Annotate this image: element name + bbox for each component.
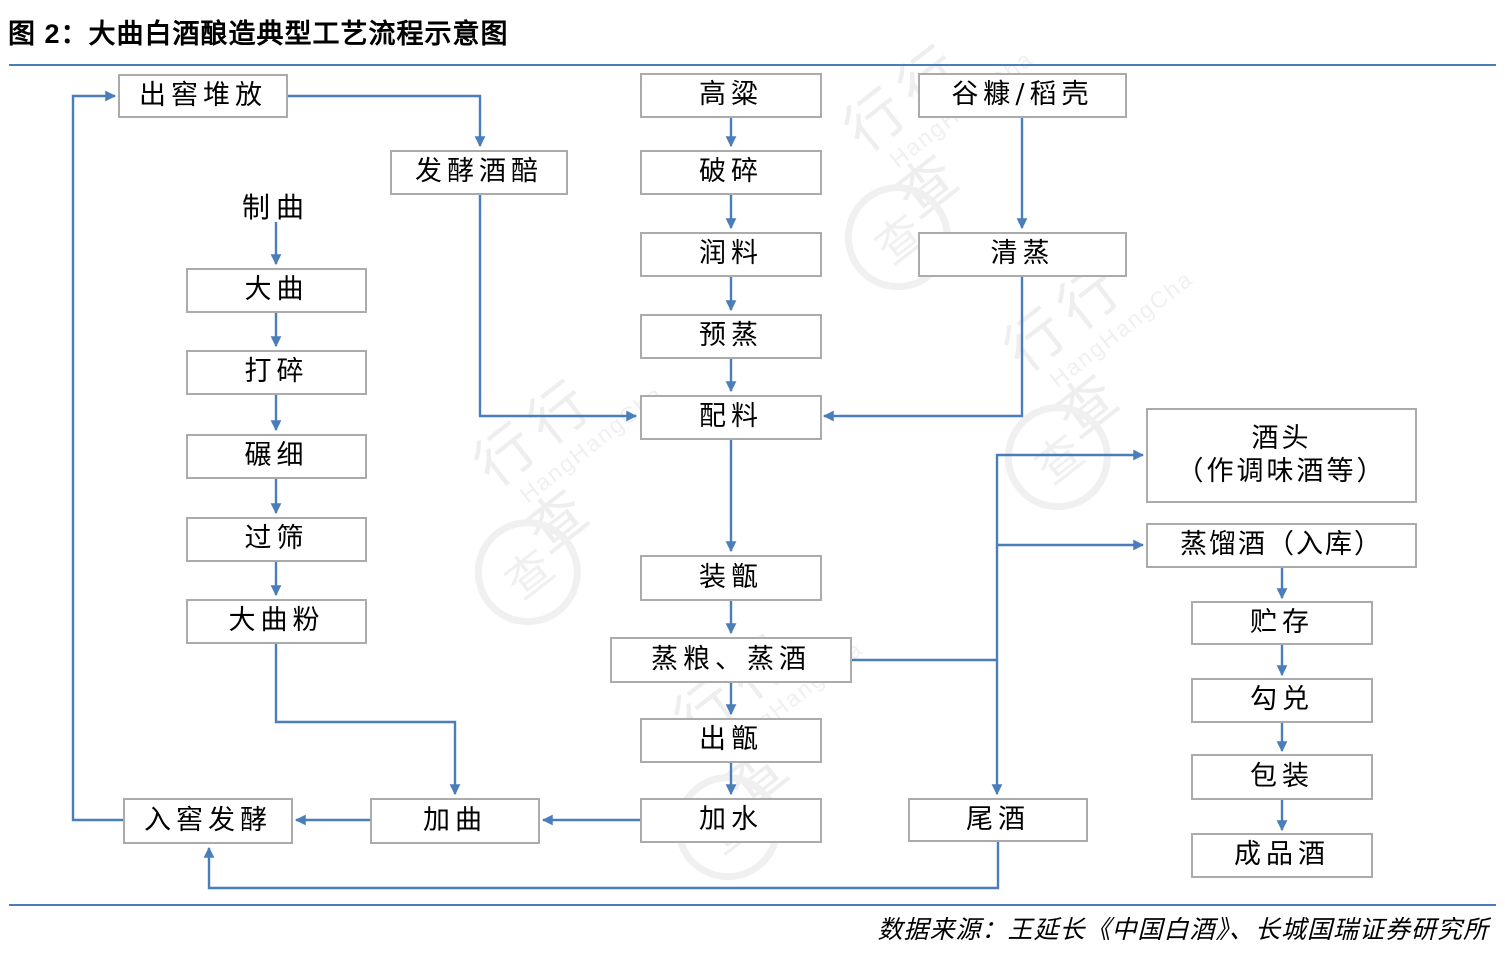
node-nianxi: 碾细 xyxy=(186,434,367,479)
node-zhucun: 贮存 xyxy=(1191,601,1373,645)
node-zhengliujiu: 蒸馏酒（入库） xyxy=(1146,523,1417,568)
node-runliao: 润料 xyxy=(640,232,822,277)
node-chengpinjiu: 成品酒 xyxy=(1191,833,1373,878)
node-gukang-daoke: 谷糠/稻壳 xyxy=(918,73,1127,118)
node-weijiu: 尾酒 xyxy=(908,798,1088,842)
node-chuzeng: 出甑 xyxy=(640,718,822,763)
bottom-divider xyxy=(9,904,1496,906)
node-peiliao: 配料 xyxy=(640,395,822,440)
node-chujiao-duifang: 出窖堆放 xyxy=(118,74,288,118)
node-jiaqu: 加曲 xyxy=(370,798,540,844)
label-zhiqu: 制曲 xyxy=(241,191,310,224)
node-zhuangzeng: 装甑 xyxy=(640,555,822,601)
figure-title: 图 2：大曲白酒酿造典型工艺流程示意图 xyxy=(8,19,509,49)
node-zhengliang-zhengjiu: 蒸粮、蒸酒 xyxy=(610,637,852,683)
node-fajiao-jiupei: 发酵酒醅 xyxy=(390,150,568,195)
node-baozhuang: 包装 xyxy=(1191,754,1373,800)
node-goudui: 勾兑 xyxy=(1191,678,1373,723)
node-daqu: 大曲 xyxy=(186,268,367,313)
data-source-note: 数据来源：王延长《中国白酒》、长城国瑞证券研究所 xyxy=(877,915,1489,944)
node-posui: 破碎 xyxy=(640,150,822,195)
node-qingzheng: 清蒸 xyxy=(918,232,1127,277)
node-jiutou: 酒头 （作调味酒等） xyxy=(1146,408,1417,503)
node-guoshai: 过筛 xyxy=(186,517,367,562)
top-divider xyxy=(9,64,1496,66)
node-dasui: 打碎 xyxy=(186,350,367,395)
node-daqufen: 大曲粉 xyxy=(186,599,367,644)
node-yuzheng: 预蒸 xyxy=(640,314,822,359)
node-jiashui: 加水 xyxy=(640,798,822,843)
node-gaoliang: 高粱 xyxy=(640,73,822,118)
node-rujiao-fajiao: 入窖发酵 xyxy=(123,798,293,844)
